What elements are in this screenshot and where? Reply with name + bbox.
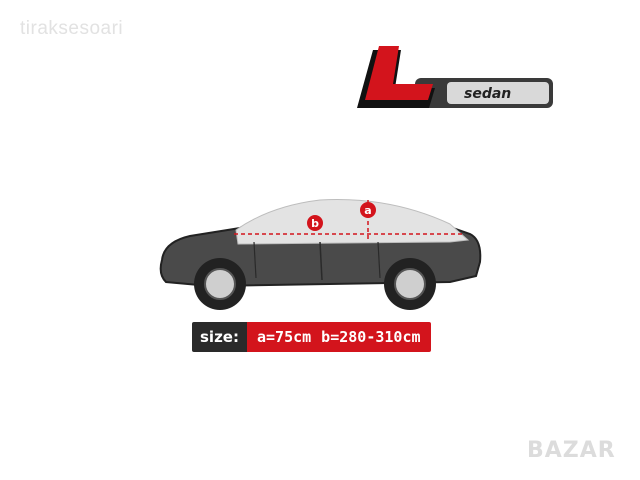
car-diagram: b a bbox=[159, 199, 482, 310]
size-badge: L bbox=[357, 46, 553, 108]
bazar-logo: BAZAR bbox=[527, 438, 616, 463]
size-label: sedan bbox=[464, 86, 512, 102]
spec-values: a=75cm b=280-310cm bbox=[246, 322, 431, 352]
marker-b: b bbox=[311, 217, 319, 230]
watermark-text: tiraksesoari bbox=[20, 18, 124, 39]
spec-key: size: bbox=[192, 322, 247, 352]
marker-a: a bbox=[364, 204, 371, 217]
spec-a: a=75cm bbox=[256, 328, 312, 346]
spec-b: b=280-310cm bbox=[321, 328, 421, 346]
size-specs: size: a=75cm b=280-310cm bbox=[192, 322, 431, 352]
